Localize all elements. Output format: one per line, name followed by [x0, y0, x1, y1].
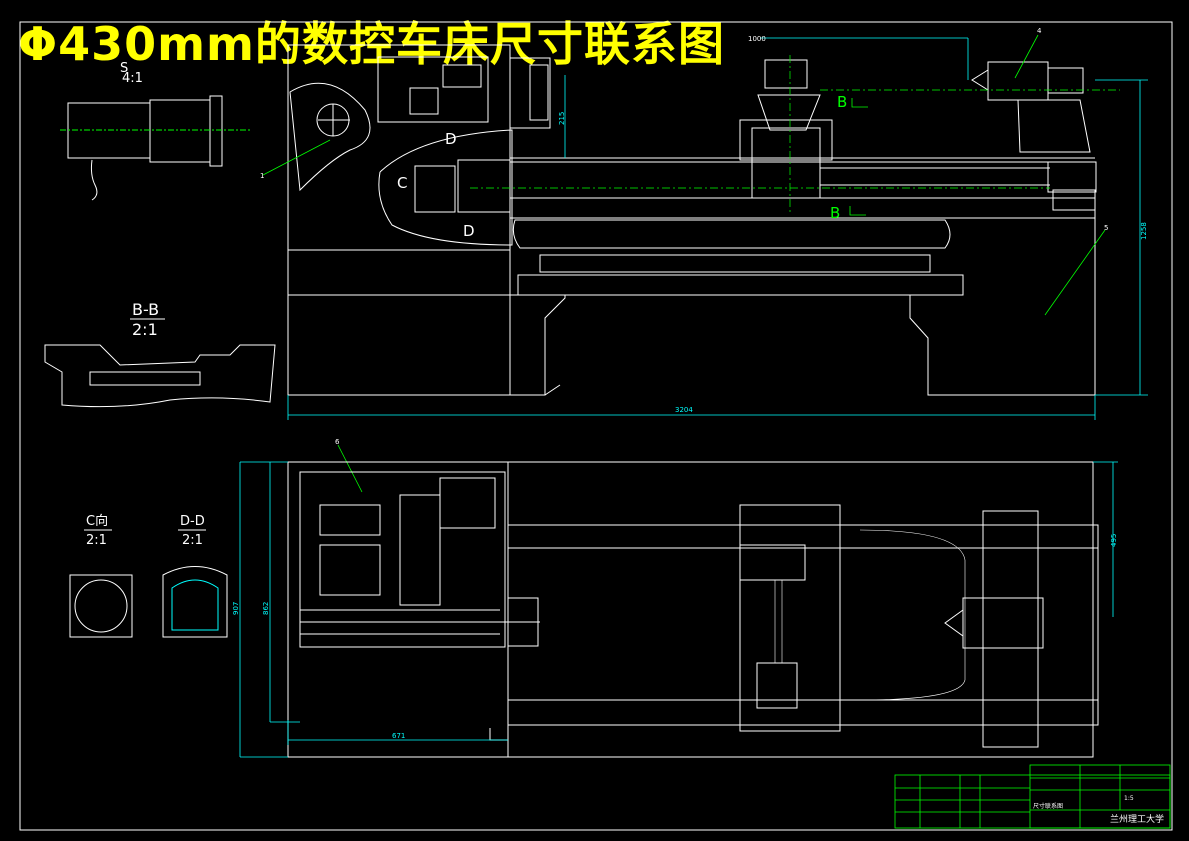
plan-bed	[507, 524, 1099, 726]
dim-plan-height-2: 862	[262, 602, 270, 615]
section-dd-profile	[162, 566, 228, 638]
dim-chuck-height: 215	[558, 112, 566, 125]
detail-s-view	[60, 95, 250, 201]
tool-post	[757, 94, 821, 131]
dim-plan-height-1: 907	[232, 602, 240, 615]
lead-screw-end	[1047, 161, 1097, 193]
dimension-lines	[287, 37, 1148, 420]
bed-end-block	[1052, 189, 1096, 211]
detail-s-boundary	[289, 82, 371, 192]
view-c-square	[69, 574, 133, 638]
leaders	[262, 34, 1106, 493]
dim-plan-right: 495	[1110, 534, 1118, 547]
marker-b-bottom: B	[830, 204, 840, 222]
part-number-6: 6	[335, 438, 340, 446]
dim-overall-height: 1258	[1140, 222, 1148, 240]
tool-post-base	[764, 59, 808, 89]
tailstock-center	[971, 69, 989, 91]
control-panel	[377, 56, 489, 123]
tailstock-quill	[1047, 67, 1084, 94]
motor-cover	[378, 129, 513, 246]
chip-tray	[517, 274, 964, 296]
marker-d-top: D	[445, 130, 457, 148]
left-leg	[288, 294, 566, 396]
outer-frame	[19, 21, 1173, 831]
part-number-5: 5	[1104, 224, 1108, 232]
headstock-body	[287, 44, 511, 396]
title-block-scale: 1:5	[1124, 795, 1134, 802]
plan-view	[287, 461, 1099, 758]
center-lines	[470, 55, 1120, 215]
plan-hidden-lines	[774, 529, 966, 701]
detail-s-name: S	[120, 61, 128, 76]
plan-headstock-gearbox	[299, 471, 506, 648]
control-panel-screen	[442, 64, 482, 88]
detail-s-scale: 4:1	[122, 71, 143, 86]
plan-apron	[756, 662, 798, 709]
plan-tailstock	[982, 510, 1039, 748]
carriage	[751, 127, 821, 199]
plan-tool-block	[739, 544, 806, 581]
bed-lower	[539, 254, 931, 273]
part-number-4: 4	[1037, 27, 1042, 35]
part-number-1: 1	[260, 172, 264, 180]
chuck	[509, 57, 551, 129]
control-panel-keys	[409, 87, 439, 115]
dim-top: 1000	[748, 35, 766, 43]
tailstock-base	[1017, 99, 1091, 153]
title-block-school: 兰州理工大学	[1110, 813, 1164, 825]
section-dd-name: D-D	[180, 514, 205, 529]
plan-dimensions	[239, 461, 1118, 758]
tailstock	[987, 61, 1049, 101]
marker-c: C	[397, 174, 407, 192]
pulley	[457, 159, 511, 213]
title-block-drawing-name: 尺寸联系图	[1033, 802, 1063, 810]
elevation-view	[287, 44, 1097, 396]
dim-plan-bottom: 671	[392, 732, 405, 740]
plan-carriage	[739, 504, 841, 732]
motor	[414, 165, 456, 213]
section-bb-profile	[44, 344, 276, 408]
drawing-title: Φ430mm的数控车床尺寸联系图	[18, 17, 725, 71]
chuck-jaw	[529, 64, 549, 121]
bed-main	[512, 219, 951, 249]
marker-d-bottom: D	[463, 222, 475, 240]
view-c-circle	[74, 579, 128, 633]
view-c-name: C向	[86, 513, 108, 529]
section-bb-name: B-B	[132, 300, 159, 319]
right-leg	[909, 210, 1096, 396]
carriage-top	[739, 119, 833, 161]
section-markers: B B C D D	[397, 93, 847, 240]
section-dd-scale: 2:1	[182, 533, 203, 548]
dim-overall-length: 3204	[675, 406, 693, 414]
title-block	[894, 764, 1171, 829]
plan-outline	[287, 461, 1094, 758]
view-c-scale: 2:1	[86, 533, 107, 548]
marker-b-top: B	[837, 93, 847, 111]
plan-tailstock-head	[962, 597, 1044, 649]
section-bb-scale: 2:1	[132, 320, 158, 339]
